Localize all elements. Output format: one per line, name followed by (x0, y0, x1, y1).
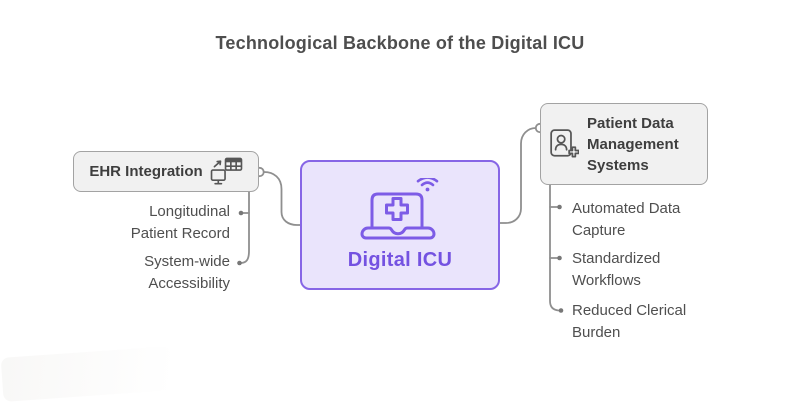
patient-node-label: Patient Data Management Systems (587, 114, 679, 174)
subitem-longitudinal-patient-record: Longitudinal Patient Record (130, 203, 230, 242)
watermark (0, 346, 174, 402)
left-subitem-dot-2 (237, 260, 242, 266)
subitem-reduced-clerical-burden: Reduced Clerical Burden (572, 302, 687, 341)
right-subitem-dot-3 (558, 308, 564, 313)
digital-icu-label: Digital ICU (347, 249, 453, 271)
edge-center-to-patient (499, 127, 537, 224)
right-subbranch-spine (549, 184, 560, 312)
edge-ehr-to-center (263, 171, 301, 226)
node-digital-icu[interactable]: Digital ICU (300, 160, 500, 290)
subitem-system-wide-accessibility: System-wide Accessibility (144, 253, 230, 292)
patient-record-add-icon (550, 129, 579, 158)
subitem-automated-data-capture: Automated Data Capture (572, 200, 681, 239)
diagram-title: Technological Backbone of the Digital IC… (215, 33, 585, 53)
left-subbranch-spine (240, 191, 250, 264)
laptop-medical-wifi-icon (360, 178, 439, 240)
right-subitem-dot-2 (557, 255, 562, 261)
node-ehr-integration[interactable]: EHR Integration (73, 151, 259, 192)
subitem-standardized-workflows: Standardized Workflows (572, 250, 661, 289)
left-subitem-dot-1 (238, 210, 244, 216)
right-subitem-dot-1 (557, 204, 562, 210)
node-patient-data-management[interactable]: Patient Data Management Systems (540, 103, 708, 185)
ehr-data-sync-icon (210, 157, 242, 185)
ehr-node-label: EHR Integration (89, 163, 203, 180)
